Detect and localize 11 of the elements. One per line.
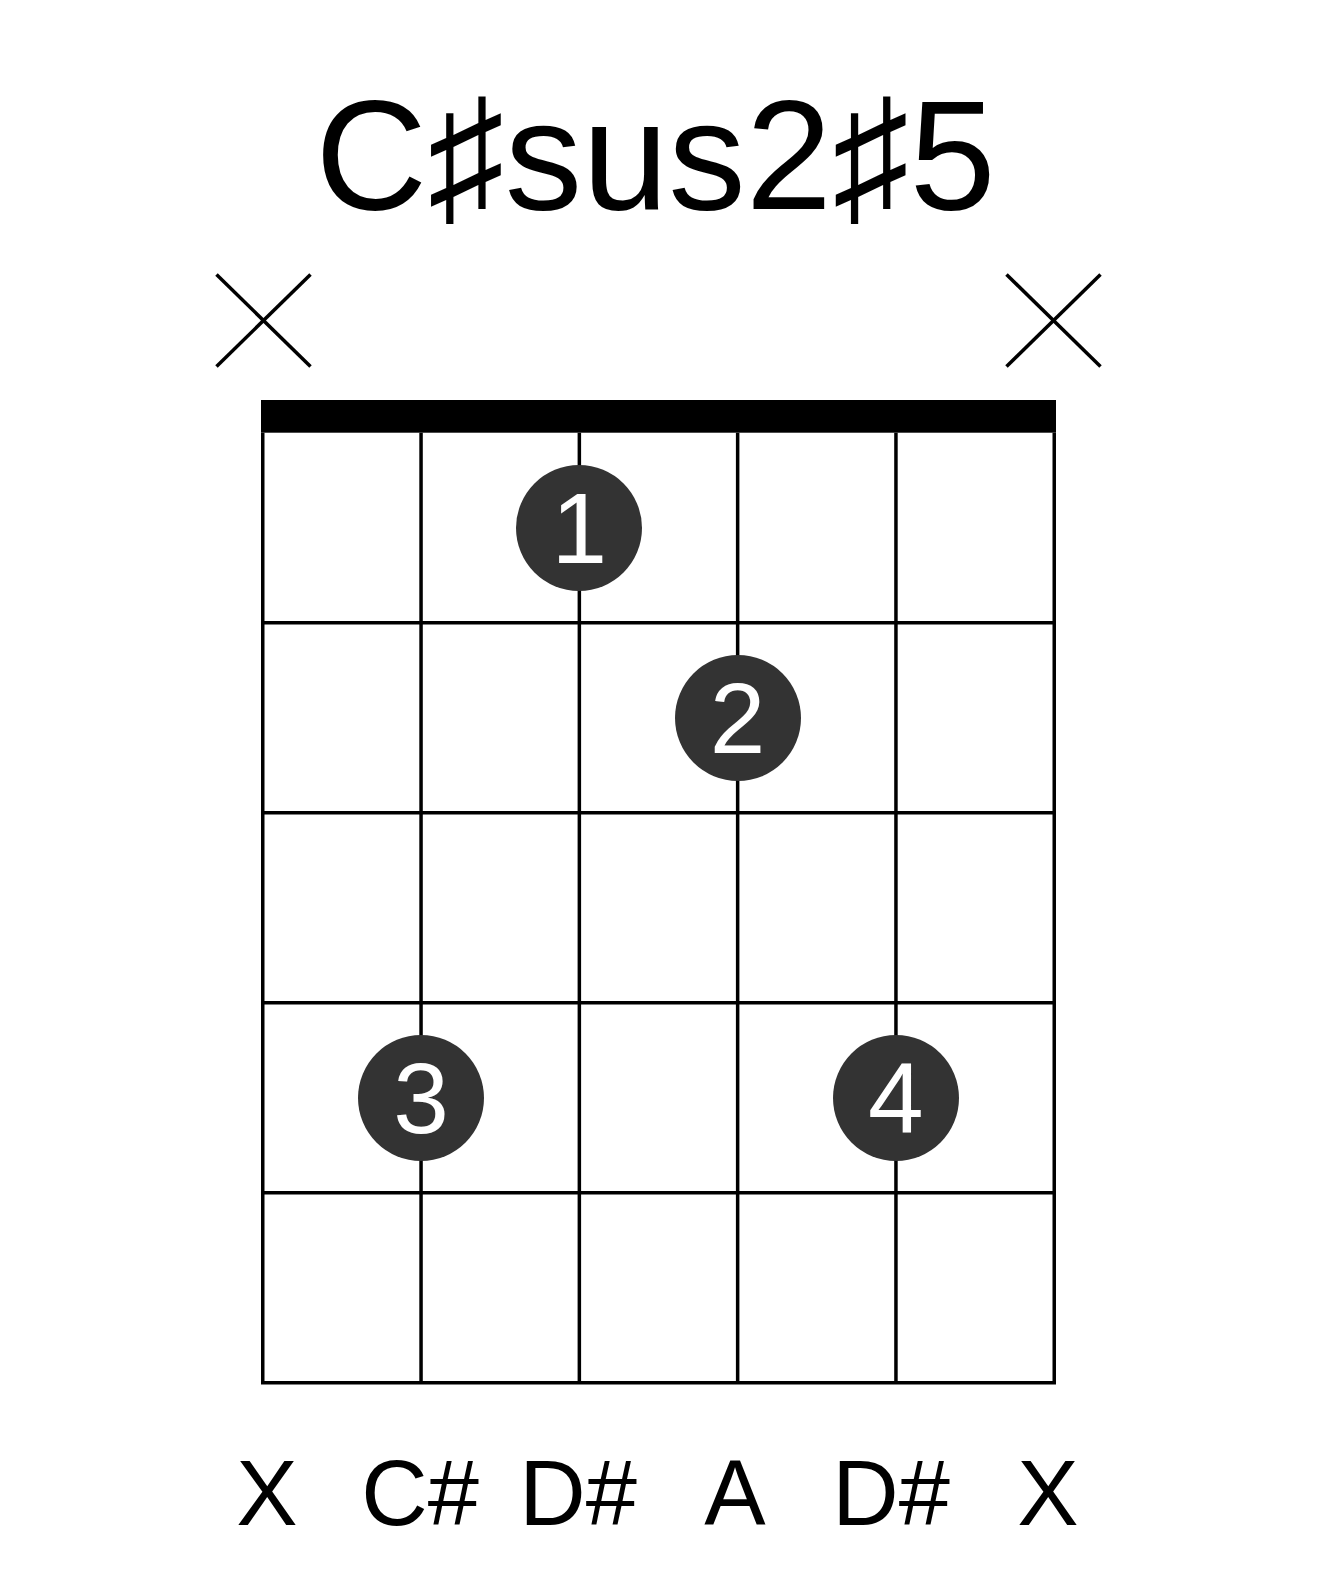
finger-dot: 2 xyxy=(674,654,801,781)
string-note-label: X xyxy=(236,1447,298,1539)
chord-title: C♯sus2♯5 xyxy=(315,78,996,233)
finger-dot: 1 xyxy=(516,464,643,591)
string-note-label: D# xyxy=(519,1447,637,1539)
string-note-label: C# xyxy=(361,1447,479,1539)
finger-dot: 3 xyxy=(358,1034,484,1161)
string-note-label: X xyxy=(1017,1447,1079,1539)
finger-dot: 4 xyxy=(832,1034,959,1161)
string-note-label: D# xyxy=(832,1447,950,1539)
string-note-label: A xyxy=(704,1447,766,1539)
